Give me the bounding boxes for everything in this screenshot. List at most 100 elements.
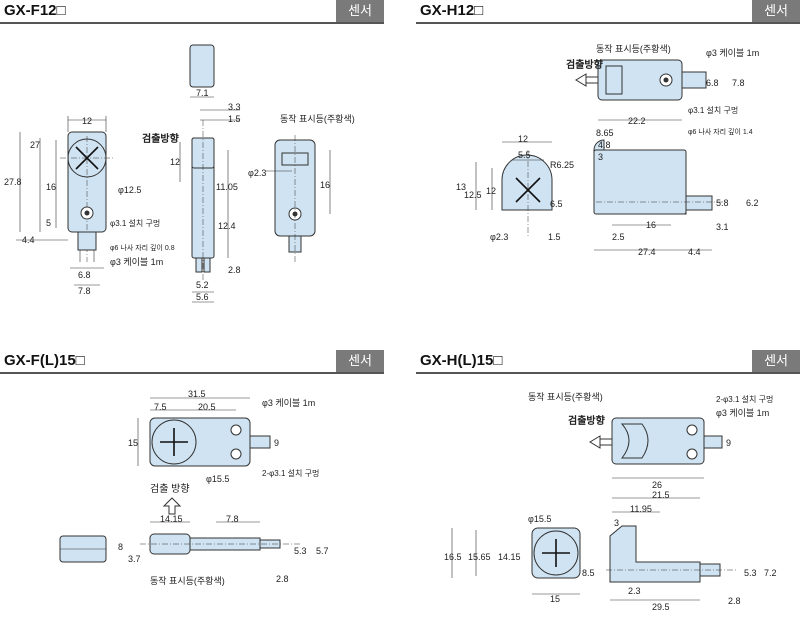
dim-5-5: 5.5 [518,150,531,160]
drawing-gx-fl15: 31.5 7.5 20.5 15 9 φ15.5 φ3 케이블 1m 2-φ3.… [59,389,329,586]
indicator-label: 동작 표시등(주황색) [528,392,603,402]
end-view [59,535,107,563]
dim-7-1: 7.1 [196,88,209,98]
dim-5-7: 5.7 [316,546,329,556]
cable-label: φ3 케이블 1m [706,48,759,58]
holes-label: 2-φ3.1 설치 구멍 [716,394,773,404]
side-view [179,44,240,303]
dim-11-95: 11.95 [630,504,652,514]
rear-view [266,135,331,262]
dim-6-2: 6.2 [746,198,759,208]
side-view [606,497,736,601]
drawing-gx-h12: 검출방향 동작 표시등(주황색) φ3 케이블 1m 6.8 7.8 φ3.1 … [456,44,759,257]
dim-16: 16 [46,182,56,192]
dim-8: 8 [118,542,123,552]
dim-5-2: 5.2 [196,280,209,290]
dim-12-5: 12.5 [464,190,482,200]
front-view [451,527,581,595]
cable-label: φ3 케이블 1m [716,408,769,418]
dim-3-7: 3.7 [128,554,141,564]
indicator-label: 동작 표시등(주황색) [150,576,225,586]
dim-3-1: 3.1 [716,222,729,232]
top-view [575,59,707,121]
dim-14-15: 14.15 [498,552,521,562]
dim-16-5: 16.5 [444,552,462,562]
drawing-gx-f12: 12 27 27.8 16 5 4.4 6.8 7.8 φ12.5 φ3.1 설… [4,44,355,303]
panel-gx-hl15: GX-H(L)15□ 센서 검출방향 동작 표시등(주황색) 2-φ3.1 설치… [416,350,800,621]
indicator-label: 동작 표시등(주황색) [280,114,355,124]
dim-26: 26 [652,480,662,490]
panel-tag: 센서 [752,350,800,372]
panel-title: GX-F12□ [4,2,66,19]
top-view [589,417,723,479]
panel-tag: 센서 [336,350,384,372]
dim-6-8: 6.8 [78,270,91,280]
panel-tag: 센서 [336,0,384,22]
dim-7-5: 7.5 [154,402,167,412]
panel-header: GX-F12□ 센서 [0,0,384,24]
front-view [16,116,114,286]
dim-2-3: 2.3 [628,586,641,596]
detect-direction-label: 검출 방향 [150,483,190,495]
lens-label: φ15.5 [206,474,229,484]
top-view-body [189,44,215,88]
dim-29-5: 29.5 [652,602,670,612]
cable-outlet [77,231,97,251]
dim-3: 3 [614,518,619,528]
dim-1-5: 1.5 [228,114,241,124]
dim-5: 5 [46,218,51,228]
panel-title: GX-F(L)15□ [4,352,85,369]
holes-label: 2-φ3.1 설치 구멍 [262,468,319,478]
hole-label: φ3.1 설치 구멍 [688,105,738,115]
panel-gx-f12: GX-F12□ 센서 12 27 27.8 16 5 4.4 6.8 7.8 φ… [0,0,384,303]
dim-15: 15 [128,438,138,448]
detect-direction-label: 검출방향 [142,132,180,145]
dim-15-65: 15.65 [468,552,491,562]
dim-2-8: 2.8 [228,265,241,275]
hole-label: φ3.1 설치 구멍 [110,218,160,228]
dim-20-5: 20.5 [198,402,216,412]
dim-27-4: 27.4 [638,247,656,257]
dim-phi-2-3: φ2.3 [490,232,508,242]
dim-27-8: 27.8 [4,177,22,187]
dim-11-05: 11.05 [216,182,238,192]
dim-2-5: 2.5 [612,232,625,242]
dim-22-2: 22.2 [628,116,646,126]
side-view [593,139,726,251]
panel-gx-h12: GX-H12□ 센서 검출방향 동작 표시등(주황색) φ3 케이블 1m 6.… [416,0,800,300]
dim-14-15: 14.15 [160,514,183,524]
dim-2-8: 2.8 [276,574,289,584]
dim-6-5: 6.5 [550,199,563,209]
dim-15: 15 [550,594,560,604]
dim-5-3: 5.3 [294,546,307,556]
dim-4-8: 4.8 [598,140,611,150]
panel-tag: 센서 [752,0,800,22]
dim-27: 27 [30,140,40,150]
dim-12-4: 12.4 [218,221,236,231]
top-view [137,397,271,467]
dim-8-5: 8.5 [582,568,595,578]
panel-header: GX-H(L)15□ 센서 [416,350,800,374]
dim-13: 13 [456,182,466,192]
dim-31-5: 31.5 [188,389,206,399]
lens-label: φ12.5 [118,185,141,195]
dim-21-5: 21.5 [652,490,670,500]
detect-direction-label: 검출방향 [566,58,604,71]
dim-16-rear: 16 [320,180,330,190]
dim-7-8: 7.8 [78,286,91,296]
dim-12: 12 [518,134,528,144]
panel-header: GX-F(L)15□ 센서 [0,350,384,374]
dim-3-3: 3.3 [228,102,241,112]
dim-5-6: 5.6 [196,292,209,302]
dim-7-8: 7.8 [226,514,239,524]
dim-7-8: 7.8 [732,78,745,88]
dim-r6-25: R6.25 [550,160,574,170]
dim-phi-2-3: φ2.3 [248,168,266,178]
front-view [475,141,553,236]
panel-gx-fl15: GX-F(L)15□ 센서 31.5 7.5 20.5 15 9 φ15.5 φ… [0,350,384,621]
dim-3: 3 [598,152,603,162]
dim-2-8: 2.8 [728,596,741,606]
cable-label: φ3 케이블 1m [262,398,315,408]
dim-8-65: 8.65 [596,128,614,138]
panel-header: GX-H12□ 센서 [416,0,800,24]
